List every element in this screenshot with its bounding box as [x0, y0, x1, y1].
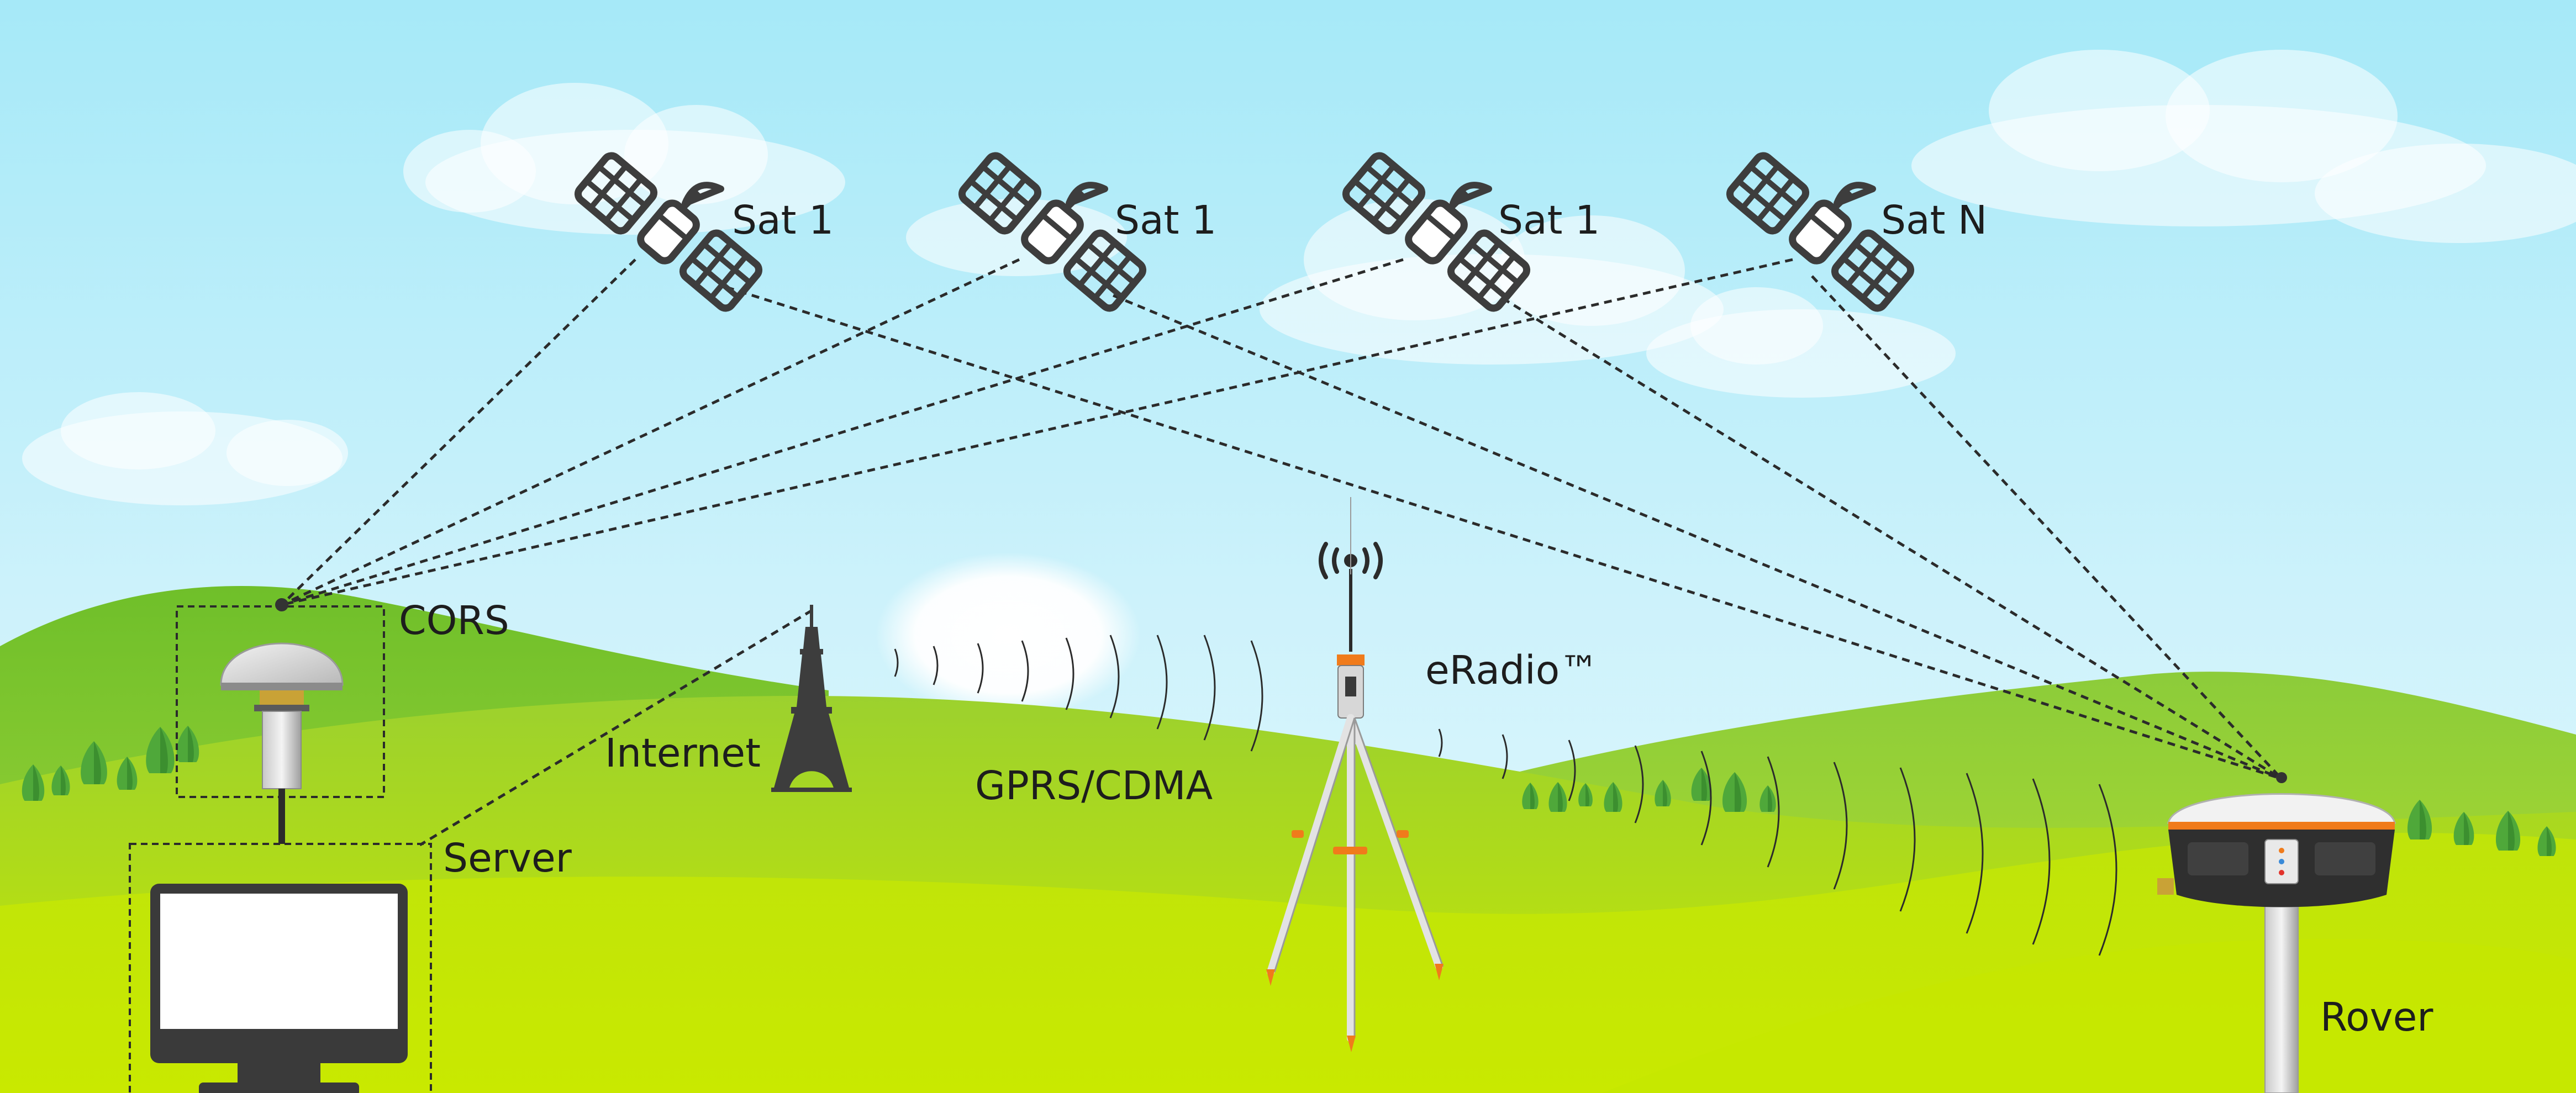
cors-antenna-icon [220, 598, 344, 844]
internet-label: Internet [605, 730, 761, 776]
radio-wave-arcs [1438, 728, 2117, 956]
satellite-group-2: Sat 1 [959, 152, 1216, 311]
rover-receiver-icon [2157, 772, 2396, 1093]
eiffel-tower-icon [771, 605, 852, 792]
satellite-group-1: Sat 1 [575, 152, 834, 311]
satellite-group-3: Sat 1 [1343, 152, 1600, 311]
sun-glow [876, 552, 1141, 718]
clouds [22, 50, 2576, 505]
server-label: Server [443, 835, 572, 881]
satellite-label: Sat 1 [1115, 197, 1216, 243]
internet-tower: Internet [605, 605, 852, 792]
base-station-tripod: eRadio™ [1266, 497, 1599, 1052]
radio-signal-icon [1319, 542, 1383, 579]
signal-lines [281, 258, 2283, 847]
cors-label: CORS [399, 598, 509, 643]
satellite-group-4: Sat N [1727, 152, 1987, 311]
satellite-label: Sat 1 [732, 197, 834, 243]
server: Server [129, 835, 572, 1093]
gprs-wave-arcs [894, 635, 1263, 752]
cors-station: CORS [176, 598, 509, 844]
server-dashed-box [129, 843, 432, 1093]
rover: Rover [2157, 772, 2433, 1093]
monitor-icon [150, 884, 408, 1093]
rover-label: Rover [2320, 994, 2433, 1040]
satellite-label: Sat 1 [1498, 197, 1600, 243]
satellite-label: Sat N [1881, 197, 1987, 243]
eradio-label: eRadio™ [1425, 647, 1599, 693]
gprs-label: GPRS/CDMA [975, 763, 1213, 809]
